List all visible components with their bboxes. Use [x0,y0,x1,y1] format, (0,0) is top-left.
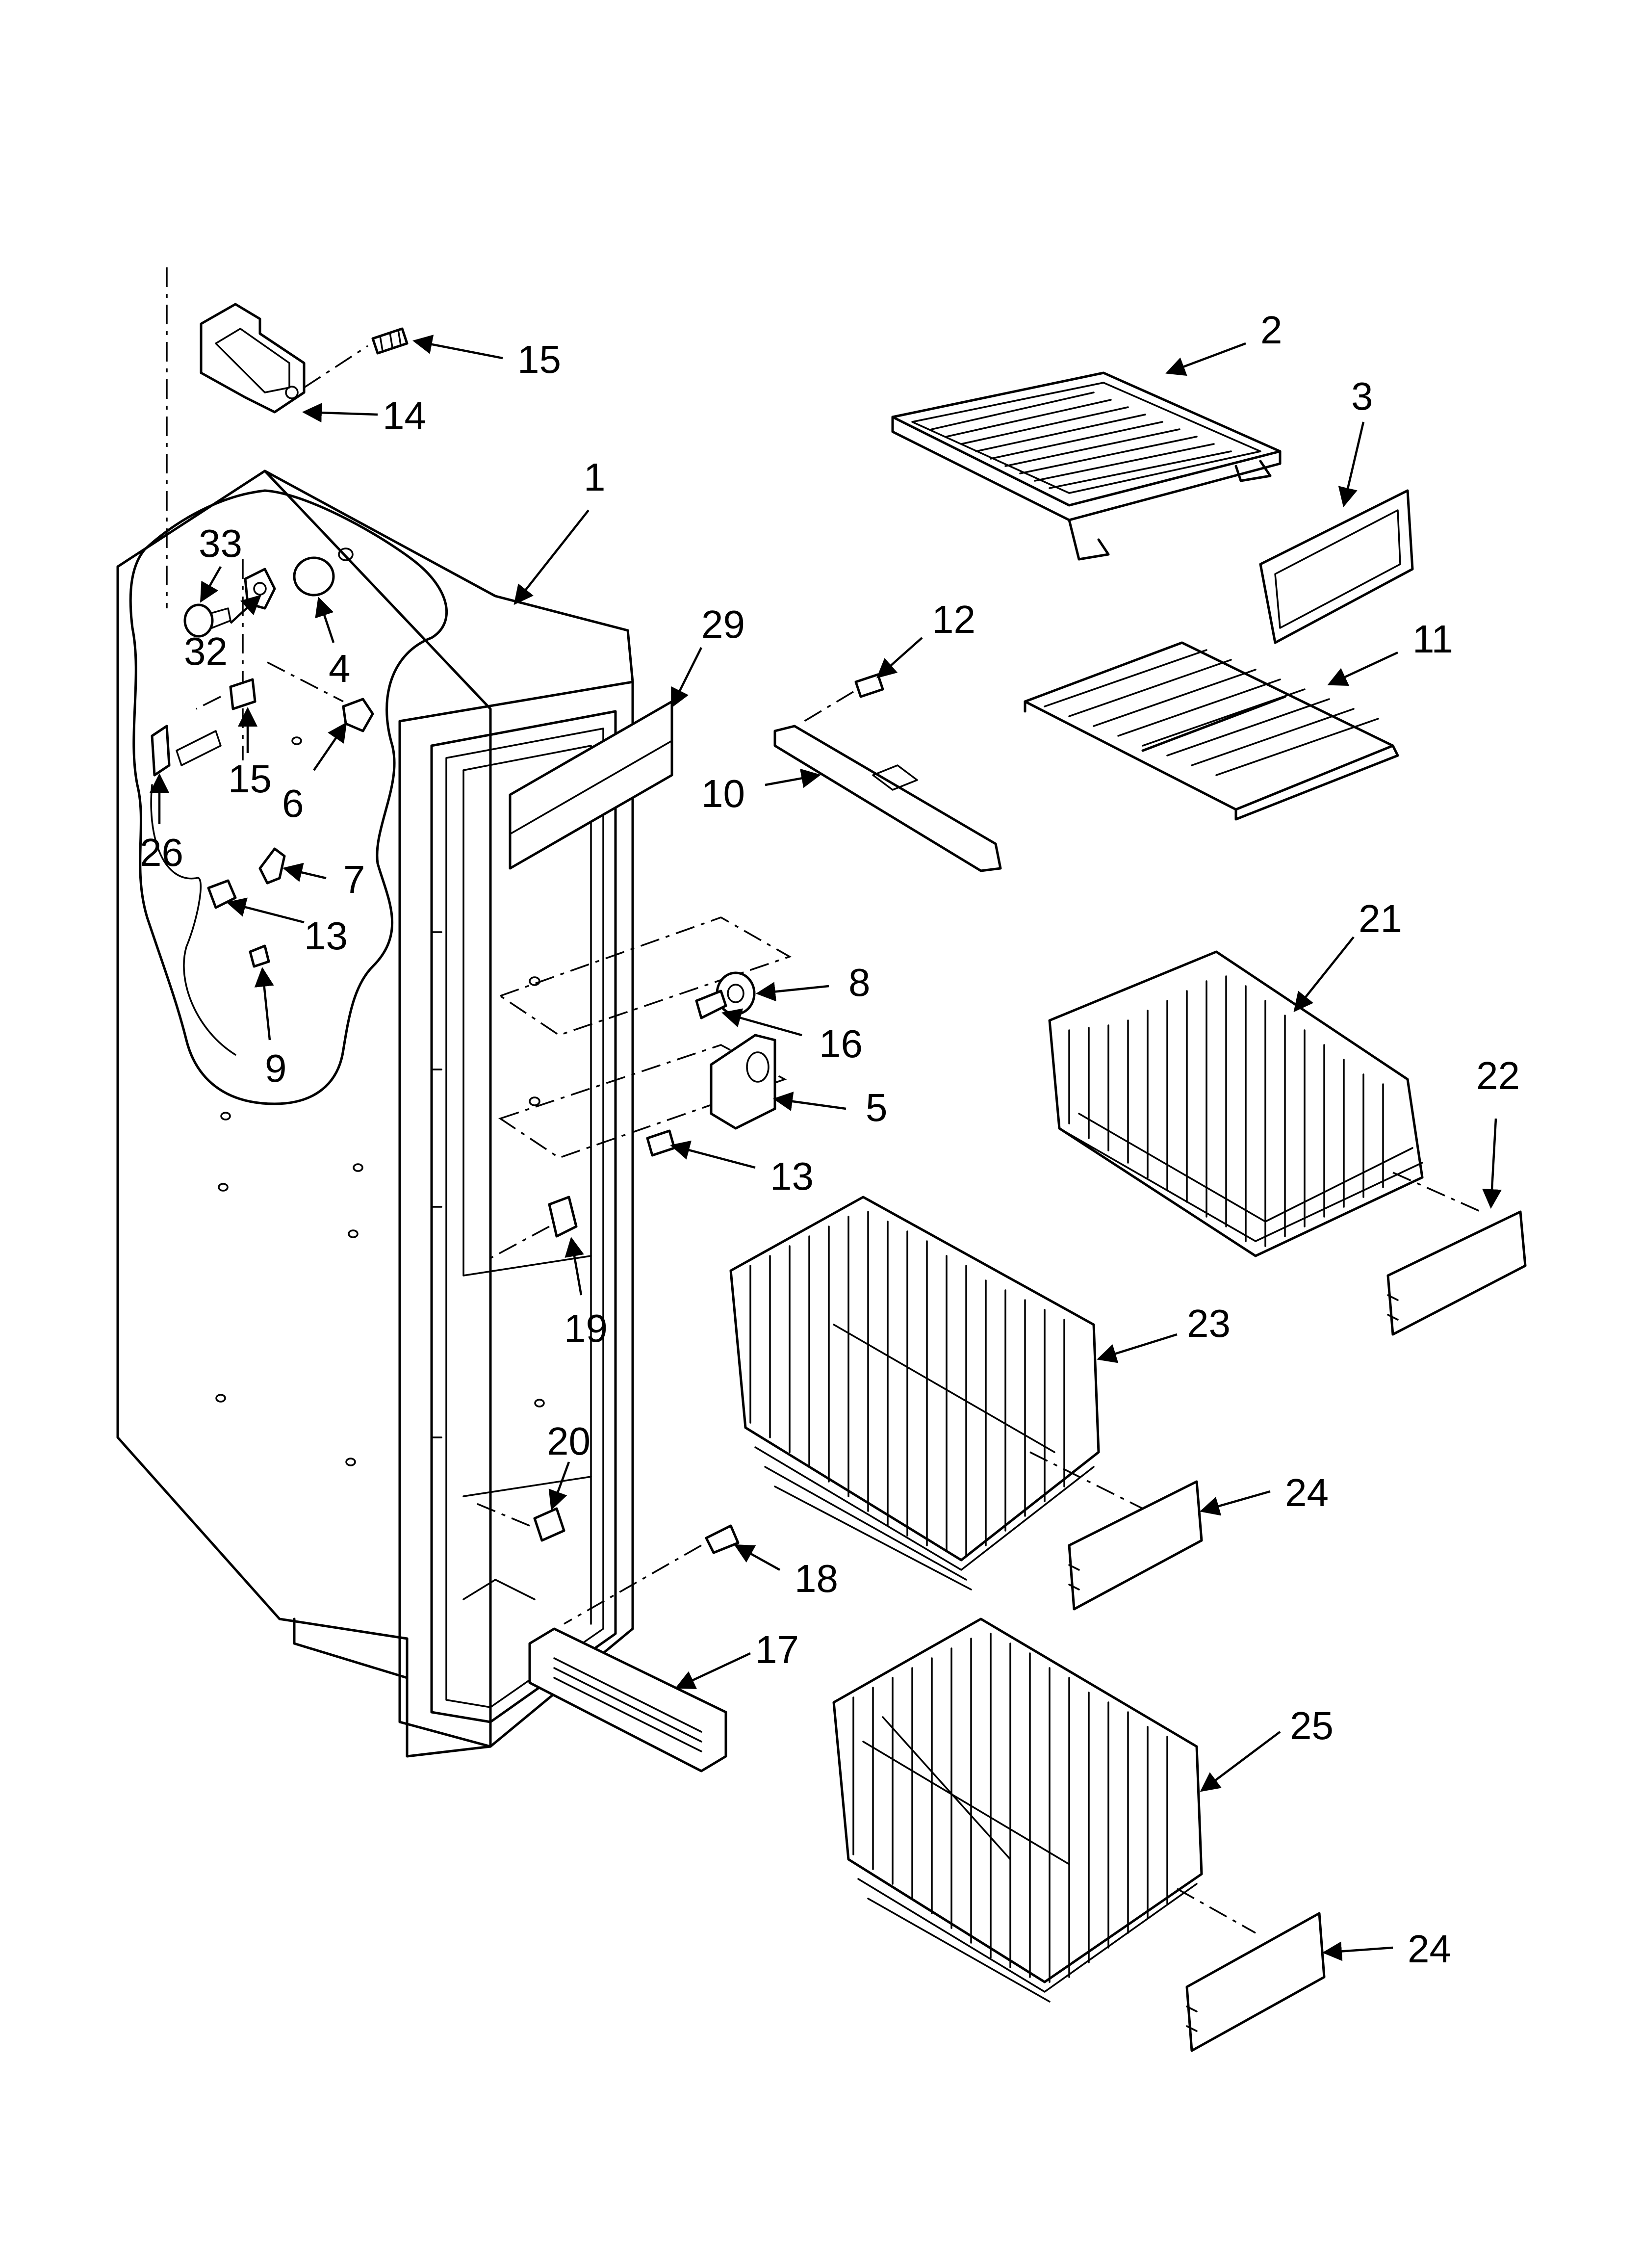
callout-23: 23 [1187,1302,1231,1345]
callout-3: 3 [1351,374,1373,418]
bracket-7 [258,847,286,885]
shelf-trim [1259,489,1414,644]
hinge-bracket [200,303,306,414]
callout-7: 7 [343,858,365,901]
screw-15-top [371,327,409,355]
callout-26: 26 [140,831,183,874]
shelf-support [773,725,1002,872]
basket-handle-22 [1386,1210,1527,1336]
shelf-glass [891,371,1282,561]
callout-21: 21 [1359,897,1402,940]
callout-33: 33 [199,521,242,565]
callout-12: 12 [932,598,975,641]
callout-24-lower: 24 [1408,1927,1451,1971]
foam-outline [129,489,448,1105]
guide-dash-upper [498,916,792,1036]
callout-24-upper: 24 [1285,1471,1329,1514]
screw-15-lower [229,678,257,710]
callout-17: 17 [755,1628,799,1671]
guide-dash-lower [498,1044,787,1159]
wire-shelf [1024,641,1399,821]
part-9 [249,944,270,968]
callout-8: 8 [848,961,871,1004]
callout-leaders [150,335,1502,1961]
basket-25 [832,1617,1203,2003]
light-shield [293,547,354,597]
basket-21 [1048,950,1424,1257]
grille-17 [528,1627,727,1773]
callout-4: 4 [329,647,351,690]
callout-5: 5 [866,1086,888,1129]
callout-25: 25 [1290,1704,1334,1747]
light-socket [244,568,276,610]
callout-1: 1 [584,455,606,499]
callout-29: 29 [701,602,745,646]
basket-handle-24-upper [1068,1480,1203,1611]
callout-16: 16 [819,1022,863,1066]
callout-9: 9 [265,1046,287,1090]
callout-19: 19 [564,1306,608,1350]
callout-22: 22 [1476,1054,1520,1097]
cam-6 [342,698,374,732]
callout-14: 14 [383,394,426,438]
callout-11: 11 [1412,617,1453,661]
basket-23 [729,1196,1100,1590]
basket-handle-24-lower [1185,1912,1326,2052]
wire-harness [150,784,236,1056]
callout-labels: 15 14 1 33 32 4 29 15 6 26 7 13 9 2 3 12… [140,308,1520,1971]
callout-15-top: 15 [517,338,561,381]
slide-5 [710,1034,776,1130]
roller-8 [695,971,756,1019]
light-bulb [183,603,231,638]
switch-housing [151,725,222,777]
callout-32: 32 [184,629,228,673]
screw-13-right [646,1129,676,1157]
callout-15-lower: 15 [228,757,272,801]
callout-10: 10 [701,772,745,815]
screw-20 [533,1507,565,1542]
callout-13-right: 13 [770,1154,814,1198]
screw-18 [705,1524,740,1554]
switch-19 [548,1196,578,1238]
callout-13-left: 13 [304,914,348,958]
callout-6: 6 [282,782,304,825]
callout-20: 20 [547,1419,590,1463]
callout-2: 2 [1260,308,1283,352]
trim-29 [509,700,673,870]
screw-12 [854,673,884,698]
callout-18: 18 [795,1557,838,1600]
